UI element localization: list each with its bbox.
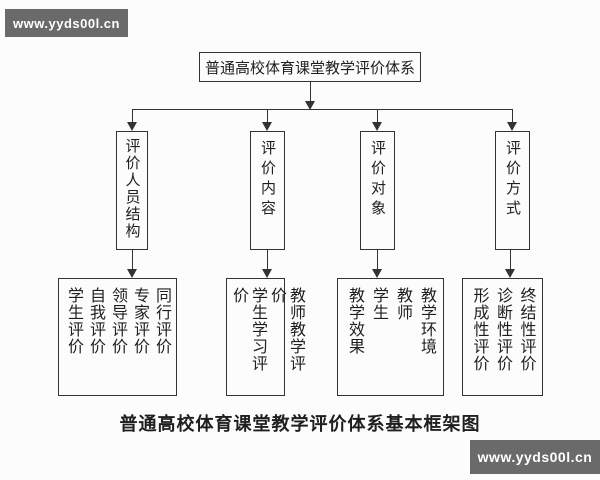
- arrow-down-icon: [372, 122, 382, 131]
- branch-items-object: 教学效果学生教师教学环境: [337, 278, 444, 396]
- item-text: 形成性评价: [470, 287, 488, 372]
- branch-label-text: 评价对象: [369, 140, 385, 220]
- item-text: 诊断性评价: [494, 287, 511, 372]
- item-text: 学生学习评价: [230, 287, 266, 372]
- watermark-bottom: www.yyds00l.cn: [470, 440, 600, 474]
- item-text: 同行评价: [153, 287, 170, 355]
- item-text: 领导评价: [109, 287, 126, 355]
- arrow-down-icon: [305, 101, 315, 110]
- connector-detail-1-stem: [132, 250, 133, 270]
- watermark-top: www.yyds00l.cn: [5, 9, 128, 37]
- connector-branch-4-stem: [512, 110, 513, 123]
- arrow-down-icon: [372, 269, 382, 278]
- item-text: 专家评价: [131, 287, 148, 355]
- connector-detail-3-stem: [377, 250, 378, 270]
- connector-detail-4-stem: [510, 250, 511, 270]
- item-text: 教学环境: [418, 287, 435, 355]
- connector-branch-2-stem: [267, 110, 268, 123]
- branch-label-text: 评价人员结构: [123, 138, 140, 240]
- root-node: 普通高校体育课堂教学评价体系: [199, 52, 421, 82]
- branch-label-text: 评价内容: [259, 140, 275, 220]
- connector-trunk: [132, 109, 513, 110]
- arrow-down-icon: [127, 122, 137, 131]
- item-text: 终结性评价: [517, 287, 535, 372]
- branch-label-content: 评价内容: [250, 131, 285, 250]
- connector-root-stem: [310, 82, 311, 102]
- branch-label-evaluator-structure: 评价人员结构: [116, 131, 148, 250]
- branch-label-method: 评价方式: [495, 131, 530, 250]
- arrow-down-icon: [262, 269, 272, 278]
- arrow-down-icon: [505, 269, 515, 278]
- item-text: 教学效果: [346, 287, 363, 355]
- root-title: 普通高校体育课堂教学评价体系: [204, 60, 415, 77]
- item-text: 自我评价: [87, 287, 104, 355]
- item-text: 教师: [394, 287, 411, 321]
- diagram-caption: 普通高校体育课堂教学评价体系基本框架图: [119, 414, 481, 434]
- item-text: 学生: [370, 287, 387, 321]
- branch-label-text: 评价方式: [504, 140, 520, 220]
- connector-detail-2-stem: [267, 250, 268, 270]
- branch-items-evaluator-structure: 学生评价自我评价领导评价专家评价同行评价: [58, 278, 177, 396]
- item-text: 教师教学评价: [268, 287, 304, 372]
- branch-items-content: 学生学习评价教师教学评价: [226, 278, 304, 396]
- branch-label-object: 评价对象: [360, 131, 395, 250]
- connector-branch-3-stem: [377, 110, 378, 123]
- connector-branch-1-stem: [132, 110, 133, 123]
- arrow-down-icon: [507, 122, 517, 131]
- arrow-down-icon: [127, 269, 137, 278]
- item-text: 学生评价: [65, 287, 82, 355]
- branch-items-method: 形成性评价诊断性评价终结性评价: [462, 278, 543, 396]
- arrow-down-icon: [262, 122, 272, 131]
